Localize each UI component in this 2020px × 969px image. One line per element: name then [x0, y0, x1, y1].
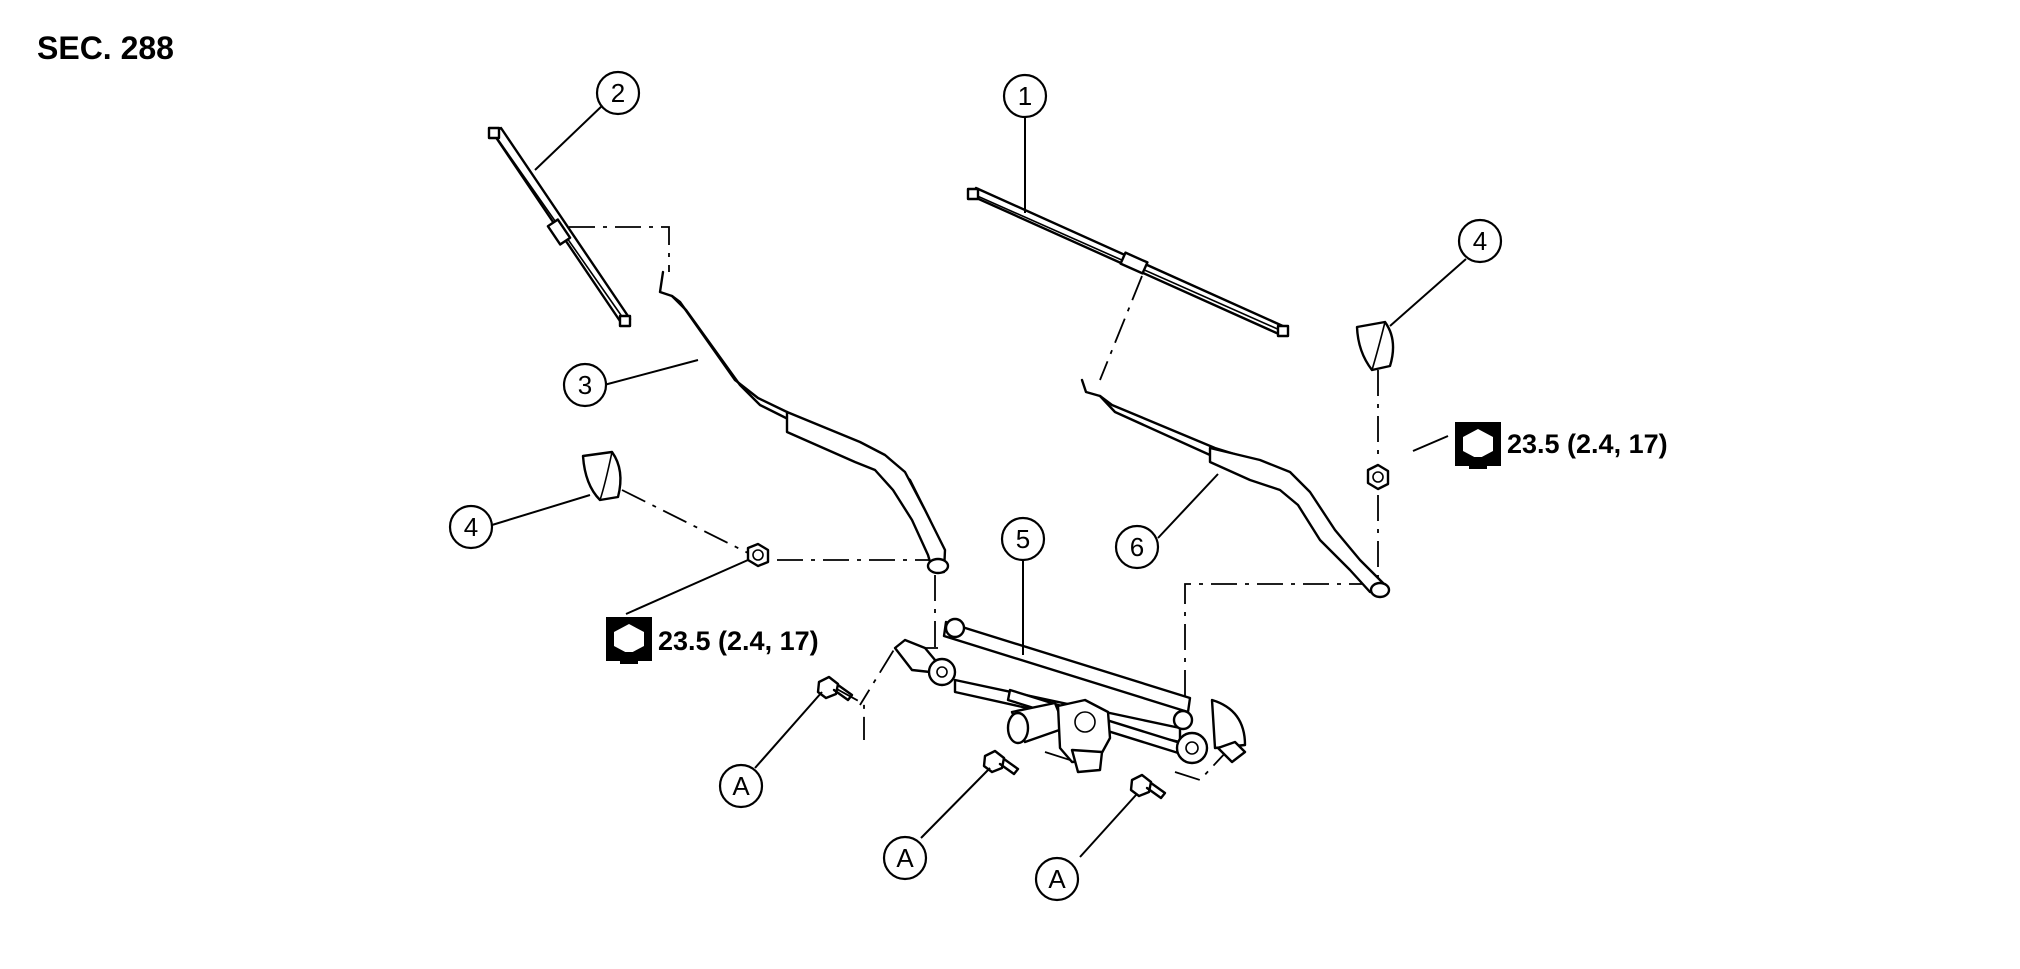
callout-a-3: A [1034, 856, 1080, 902]
wrench-nut-icon [606, 617, 652, 664]
callout-5-label: 5 [1016, 524, 1030, 554]
wrench-nut-icon [1455, 422, 1501, 469]
drive-wiper-arm [1080, 378, 1391, 599]
callout-1: 1 [1002, 73, 1048, 119]
callout-a-2: A [882, 835, 928, 881]
callout-4-right-label: 4 [1473, 226, 1487, 256]
callout-2-label: 2 [611, 78, 625, 108]
assist-wiper-blade [487, 126, 632, 328]
callout-a-1: A [718, 763, 764, 809]
drive-wiper-blade [966, 186, 1290, 338]
arm-nut-right [1366, 463, 1390, 491]
callout-1-label: 1 [1018, 81, 1032, 111]
leader-lines [491, 103, 1467, 858]
section-label: SEC. 288 [37, 30, 174, 66]
torque-spec-right-value: 23.5 (2.4, 17) [1507, 429, 1668, 459]
callout-4-left: 4 [448, 504, 494, 550]
torque-spec-left-value: 23.5 (2.4, 17) [658, 626, 819, 656]
callout-a-2-label: A [896, 843, 914, 873]
callout-4-right: 4 [1457, 218, 1503, 264]
callout-a-1-label: A [732, 771, 750, 801]
callout-a-3-label: A [1048, 864, 1066, 894]
bolt-a1 [816, 675, 854, 702]
arm-nut-left [746, 542, 770, 568]
callout-3: 3 [562, 362, 608, 408]
callout-4-left-label: 4 [464, 512, 478, 542]
nut-cap-left [581, 450, 622, 502]
callout-3-label: 3 [578, 370, 592, 400]
callout-5: 5 [1000, 516, 1046, 562]
assist-wiper-arm [658, 270, 950, 575]
bolt-a2 [982, 749, 1020, 776]
torque-spec-right: 23.5 (2.4, 17) [1455, 422, 1668, 469]
bolt-a3 [1129, 773, 1167, 800]
torque-spec-left: 23.5 (2.4, 17) [606, 617, 819, 664]
callout-2: 2 [595, 70, 641, 116]
alignment-lines [569, 226, 1379, 782]
callout-6: 6 [1114, 524, 1160, 570]
wiper-motor-linkage [893, 617, 1247, 774]
callout-6-label: 6 [1130, 532, 1144, 562]
nut-cap-right [1355, 320, 1395, 372]
